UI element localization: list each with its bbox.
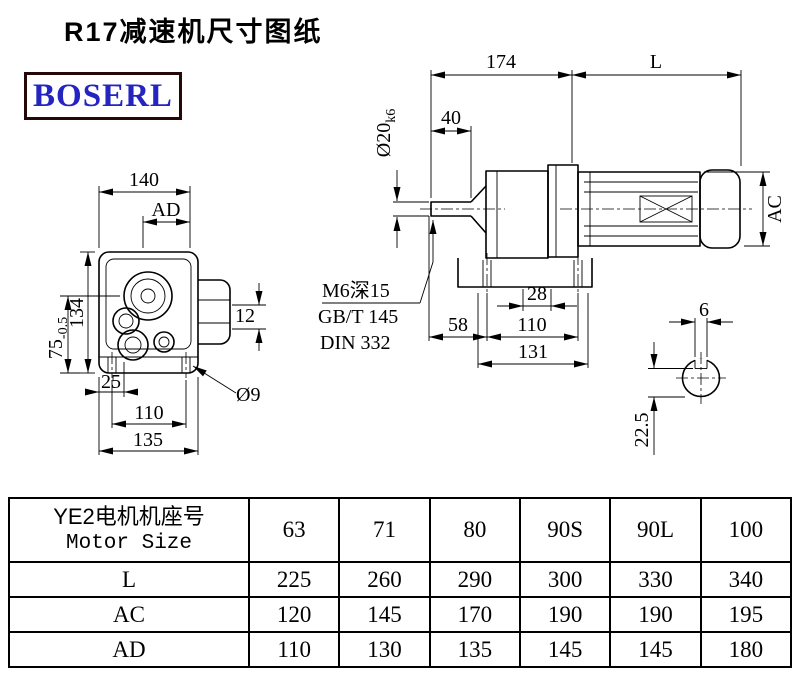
dim-hole-diameter: Ø9 — [236, 384, 260, 406]
side-view-dimensions: 174 L 40 Ø20k6 AC M6深15 GB/T 145 DIN 332 — [318, 51, 786, 368]
dim-110-front: 110 — [134, 402, 163, 424]
table-cell: 190 — [518, 596, 612, 633]
gearbox-front-view — [98, 251, 231, 378]
dim-L: L — [650, 51, 662, 73]
dim-40: 40 — [441, 107, 461, 129]
col-header-size: 80 — [463, 517, 487, 542]
motor-size-table: YE2电机机座号 Motor Size 63 71 80 90S 90L 100… — [8, 497, 793, 668]
table-cell: 145 — [338, 596, 431, 633]
note-tapped-hole: M6深15 — [322, 279, 390, 302]
note-gb-standard: GB/T 145 — [318, 306, 398, 328]
dim-75: 75-0.5 — [45, 317, 71, 359]
dim-22-5: 22.5 — [631, 413, 653, 448]
table-cell: 130 — [338, 631, 431, 668]
dim-25: 25 — [101, 371, 121, 393]
col-header-size: 63 — [282, 517, 306, 542]
table-cell: 145 — [518, 631, 612, 668]
dim-131: 131 — [518, 341, 548, 363]
table-header-row: YE2电机机座号 Motor Size 63 71 80 90S 90L 100 — [8, 497, 793, 563]
dim-134: 134 — [66, 298, 88, 328]
col-header-size: 71 — [372, 517, 396, 542]
table-cell: 260 — [338, 561, 431, 598]
dim-shaft-diameter: Ø20k6 — [373, 109, 399, 157]
dim-174: 174 — [486, 51, 516, 73]
gearmotor-side-view — [420, 164, 752, 293]
dim-ac: AC — [764, 195, 786, 223]
table-row-AC: AC 120 145 170 190 190 195 — [8, 596, 793, 633]
shaft-end-view: 6 22.5 — [631, 299, 733, 455]
dim-ad: AD — [152, 199, 181, 221]
header-motor-size-en: Motor Size — [65, 531, 193, 555]
table-cell: 110 — [247, 631, 341, 668]
dim-6: 6 — [699, 299, 709, 321]
page-title: R17减速机尺寸图纸 — [64, 17, 323, 47]
table-cell: 180 — [699, 631, 793, 668]
dim-28: 28 — [527, 283, 547, 305]
row-label: L — [8, 561, 250, 598]
table-cell: 120 — [247, 596, 341, 633]
table-cell: 135 — [428, 631, 521, 668]
table-cell: 190 — [609, 596, 702, 633]
header-motor-size-cn: YE2电机机座号 — [53, 504, 205, 530]
dim-12: 12 — [235, 305, 255, 327]
dim-140: 140 — [129, 169, 159, 191]
table-cell: 225 — [247, 561, 341, 598]
col-header-size: 90L — [636, 517, 674, 542]
row-label: AD — [8, 631, 250, 668]
table-row-L: L 225 260 290 300 330 340 — [8, 561, 793, 598]
front-view-dimensions: 140 AD 134 75-0.5 12 — [45, 169, 266, 455]
col-header-size: 100 — [728, 517, 764, 542]
table-row-AD: AD 110 130 135 145 145 180 — [8, 631, 793, 668]
brand-logo-text: BOSERL — [33, 77, 173, 114]
row-label: AC — [8, 596, 250, 633]
table-cell: 300 — [518, 561, 612, 598]
table-cell: 290 — [428, 561, 521, 598]
note-din-standard: DIN 332 — [320, 332, 391, 354]
table-cell: 145 — [609, 631, 702, 668]
table-cell: 170 — [428, 596, 521, 633]
header-motor-size: YE2电机机座号 Motor Size — [8, 497, 250, 563]
col-header-size: 90S — [547, 517, 584, 542]
table-cell: 340 — [699, 561, 793, 598]
dim-135: 135 — [133, 429, 163, 451]
dim-110-side: 110 — [517, 314, 546, 336]
table-cell: 330 — [609, 561, 702, 598]
dim-58: 58 — [448, 314, 468, 336]
dimension-drawing: 140 AD 134 75-0.5 12 — [45, 51, 786, 455]
table-cell: 195 — [699, 596, 793, 633]
brand-logo: BOSERL — [24, 72, 182, 120]
